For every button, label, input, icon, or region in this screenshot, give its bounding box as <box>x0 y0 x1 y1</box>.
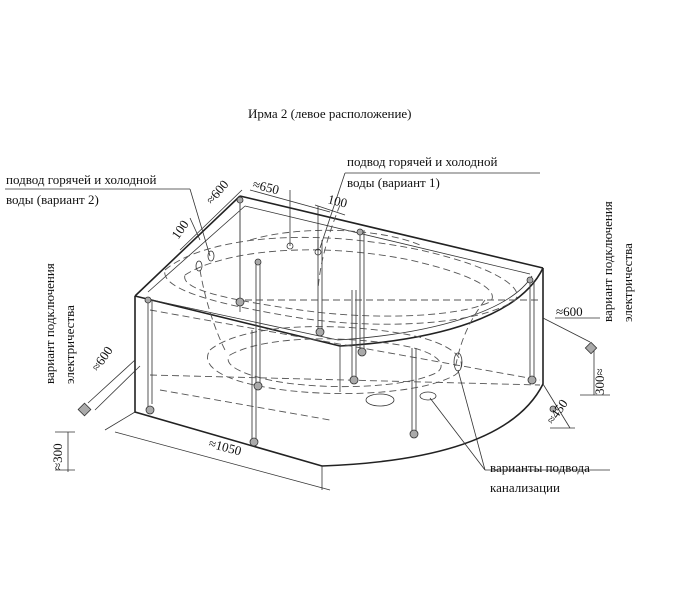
dim-300-left: ≈300 <box>50 443 65 470</box>
water-v2-label-line2: воды (вариант 2) <box>6 192 99 207</box>
dim-650: ≈650 <box>251 176 280 197</box>
water-v1-label-line2: воды (вариант 1) <box>347 175 440 190</box>
elec-right-label-line2: электричества <box>620 243 635 322</box>
drawing-title: Ирма 2 (левое расположение) <box>248 106 412 121</box>
leg-feet <box>144 196 557 447</box>
dim-100-right: 100 <box>326 191 349 210</box>
dim-1050: ≈1050 <box>207 435 243 458</box>
elec-left-label-line1: вариант подключения <box>42 263 57 384</box>
dim-300-right: 300≈ <box>592 368 607 395</box>
dim-600-left: ≈600 <box>88 343 116 373</box>
drain-label-line2: канализации <box>490 480 560 495</box>
electrical-box-markers <box>77 341 598 417</box>
bathtub-outline <box>134 195 544 467</box>
elec-left-label-line2: электричества <box>62 305 77 384</box>
leader-lines <box>5 172 610 471</box>
basin-dashed-lines <box>149 204 541 421</box>
dim-600-top: ≈600 <box>203 177 232 207</box>
dim-600-right: ≈600 <box>556 304 583 319</box>
water-v1-label-line1: подвод горячей и холодной <box>347 154 497 169</box>
dim-100-left: 100 <box>168 217 191 242</box>
water-v2-label-line1: подвод горячей и холодной <box>6 172 156 187</box>
drain-label-line1: варианты подвода <box>490 460 590 475</box>
drain-fittings <box>365 352 463 407</box>
support-legs <box>147 200 535 440</box>
dimension-lines <box>55 189 610 491</box>
elec-right-label-line1: вариант подключения <box>600 201 615 322</box>
